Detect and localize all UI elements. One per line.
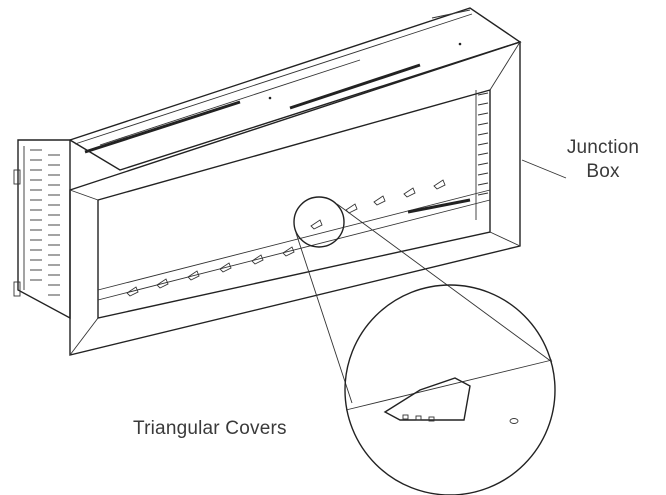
front-frame <box>69 41 521 356</box>
zoom-callout <box>293 196 553 404</box>
junction-box-label-line1: Junction <box>566 137 640 158</box>
mounting-brackets <box>13 169 21 297</box>
triangular-covers-label: Triangular Covers <box>133 418 287 439</box>
junction-box-label-line2: Box <box>586 161 620 182</box>
right-vents <box>475 90 489 220</box>
burner-bed <box>97 179 491 301</box>
magnified-detail <box>344 284 556 495</box>
junction-box-leader <box>521 159 567 179</box>
junction-box-label: Junction Box <box>548 136 658 184</box>
housing-left-side <box>17 139 71 320</box>
housing-top <box>68 7 522 171</box>
